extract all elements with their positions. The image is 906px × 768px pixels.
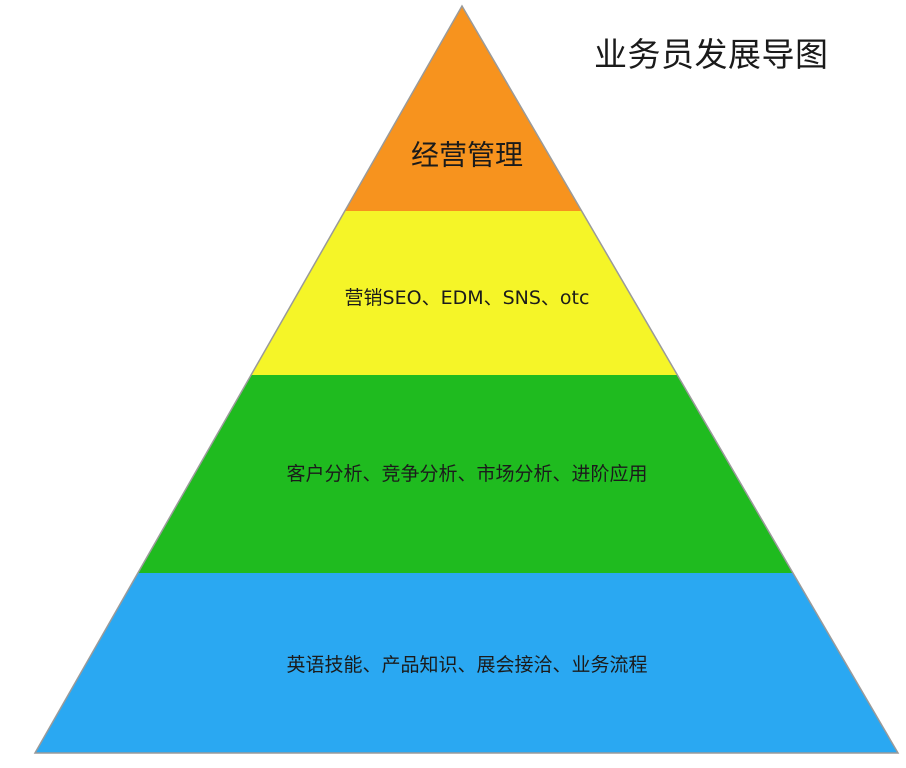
pyramid-level-3-label: 客户分析、竞争分析、市场分析、进阶应用: [286, 463, 647, 485]
diagram-title: 业务员发展导图: [594, 35, 829, 74]
pyramid-level-1-label: 经营管理: [411, 139, 523, 172]
pyramid-level-4-label: 英语技能、产品知识、展会接洽、业务流程: [286, 654, 647, 676]
pyramid-level-2: [251, 211, 678, 375]
pyramid-outline: [33, 4, 900, 754]
pyramid-level-2-label: 营销SEO、EDM、SNS、otc: [345, 287, 590, 309]
pyramid-level-4: [35, 573, 898, 753]
pyramid-level-3: [137, 375, 793, 573]
pyramid-level-1: [344, 6, 582, 211]
